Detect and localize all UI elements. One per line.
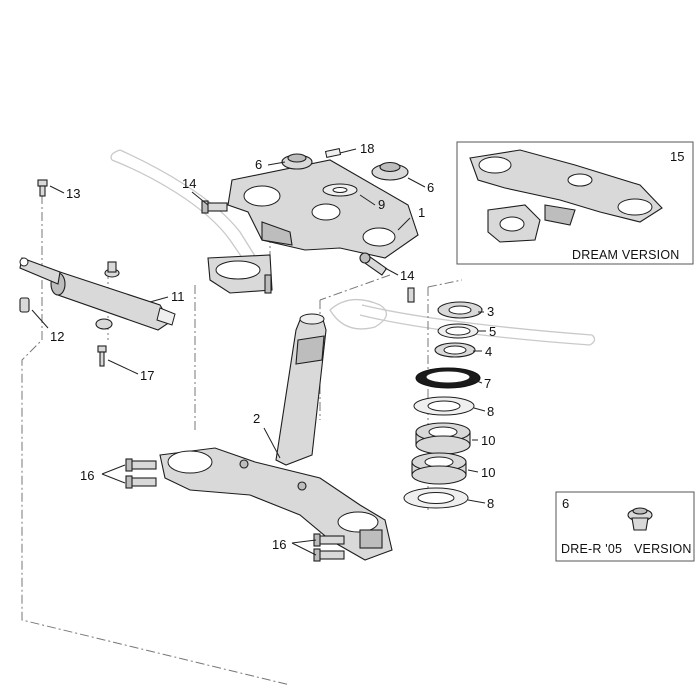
callout-14-right: 14	[400, 268, 414, 283]
callout-10-upper: 10	[481, 433, 495, 448]
callout-7: 7	[484, 376, 491, 391]
callout-6-right: 6	[427, 180, 434, 195]
bearing-stack	[403, 301, 483, 509]
callout-3: 3	[487, 304, 494, 319]
callout-18: 18	[360, 141, 374, 156]
steering-stem	[275, 313, 327, 466]
lower-triple-clamp	[159, 447, 393, 561]
handlebar-ghost	[110, 149, 596, 346]
top-caps	[281, 148, 409, 197]
callout-16-right: 16	[272, 537, 286, 552]
small-fasteners	[19, 179, 415, 367]
callout-15: 15	[670, 149, 684, 164]
dre-r-version-inset	[555, 491, 695, 562]
callout-10-lower: 10	[481, 465, 495, 480]
dre-r-version-label-right: VERSION	[634, 542, 692, 556]
callout-13: 13	[66, 186, 80, 201]
callout-9: 9	[378, 197, 385, 212]
clamp-bolts	[201, 200, 388, 276]
callout-12: 12	[50, 329, 64, 344]
callout-1: 1	[418, 205, 425, 220]
callout-2: 2	[253, 411, 260, 426]
upper-triple-clamp	[227, 159, 419, 259]
callout-5: 5	[489, 324, 496, 339]
callout-11: 11	[171, 289, 185, 304]
dre-r-version-label-left: DRE-R '05	[561, 542, 622, 556]
callout-6-left: 6	[255, 157, 262, 172]
dream-version-inset	[456, 141, 694, 265]
callout-8-lower: 8	[487, 496, 494, 511]
callout-17: 17	[140, 368, 154, 383]
callout-14-left: 14	[182, 176, 196, 191]
callout-8-upper: 8	[487, 404, 494, 419]
callout-6-inset: 6	[562, 496, 569, 511]
callout-labels: 1 2 3 4 5 6 6 6 7 8 8 9 10 10 11 12 13 1…	[50, 141, 684, 552]
callout-4: 4	[485, 344, 492, 359]
steering-damper	[19, 257, 176, 331]
dream-version-label: DREAM VERSION	[572, 248, 679, 262]
leader-lines	[31, 148, 486, 556]
callout-16-left: 16	[80, 468, 94, 483]
lower-clamp-bolts	[125, 458, 345, 562]
handlebar-clamp	[207, 254, 273, 294]
